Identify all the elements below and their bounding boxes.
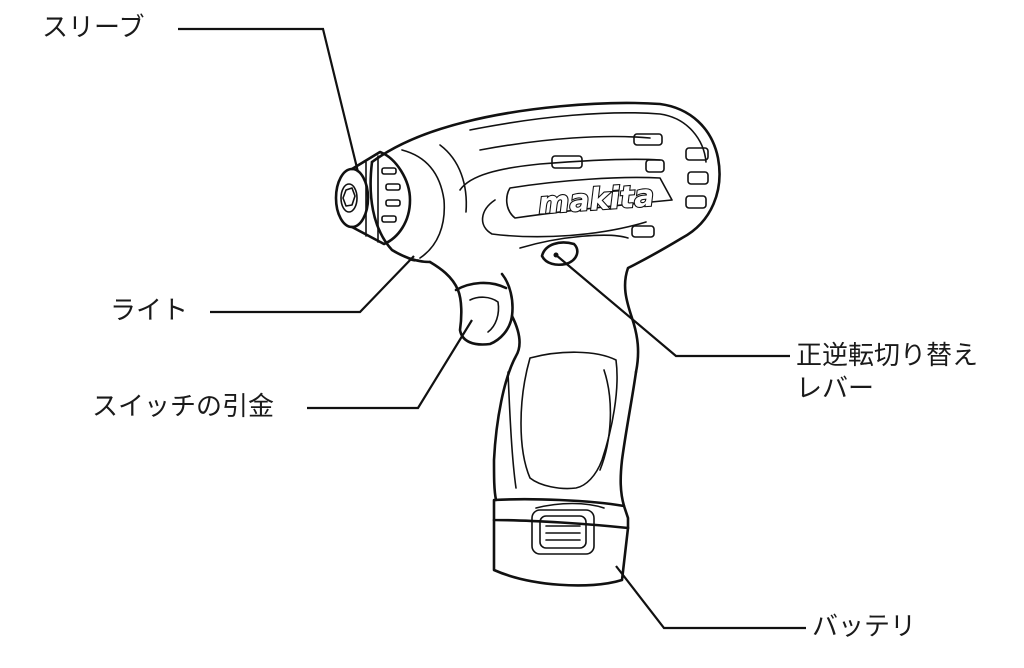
label-sleeve: スリーブ [42, 12, 144, 45]
label-sleeve-text: スリーブ [42, 13, 145, 43]
tool-housing: makita [369, 101, 721, 374]
switch-trigger [428, 260, 514, 346]
battery [492, 497, 630, 587]
label-light: ライト [110, 295, 188, 328]
label-light-text: ライト [110, 296, 189, 326]
leader-reverse-lever [555, 254, 790, 358]
label-reverse-lever: 正逆転切り替え レバー [796, 340, 978, 405]
label-reverse-lever-line2: レバー [796, 373, 875, 404]
label-battery-text: バッテリ [812, 612, 917, 642]
label-battery: バッテリ [812, 611, 916, 644]
vent-slots [551, 133, 709, 238]
brand-logo: makita [537, 179, 655, 222]
leader-battery [615, 565, 806, 630]
leader-light [210, 255, 415, 314]
label-reverse-lever-line1: 正逆転切り替え [796, 341, 979, 371]
label-trigger: スイッチの引金 [92, 391, 274, 424]
leader-trigger [307, 319, 473, 410]
leader-lines [178, 27, 806, 630]
sleeve [334, 150, 412, 246]
reverse-lever[interactable] [540, 241, 579, 267]
grip [492, 314, 638, 508]
light [403, 255, 419, 262]
label-trigger-text: スイッチの引金 [92, 392, 275, 422]
leader-sleeve [178, 27, 360, 173]
